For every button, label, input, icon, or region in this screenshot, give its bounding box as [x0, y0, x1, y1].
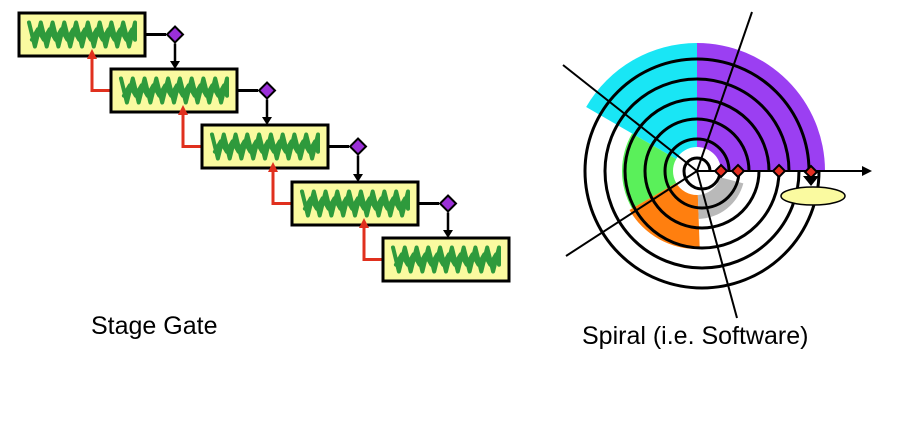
- spiral-ring: [623, 97, 781, 250]
- feedback-arrowhead: [268, 162, 278, 172]
- stage-scribble: [119, 76, 229, 105]
- gate-diamond: [438, 194, 458, 213]
- gate-diamond: [165, 25, 185, 44]
- stage-scribble: [27, 20, 137, 49]
- spiral-ring: [682, 156, 722, 191]
- spiral-ring: [603, 77, 801, 270]
- spiral-diagram: [562, 11, 872, 319]
- sector-green: [622, 133, 677, 209]
- feedback-connector: [362, 226, 383, 261]
- divider-line-lower-left: [565, 170, 698, 257]
- gate-down-arrowhead: [262, 117, 272, 125]
- spiral-ring: [643, 117, 761, 230]
- sector-cyan: [586, 42, 697, 159]
- stage-gate-caption: Stage Gate: [91, 312, 218, 340]
- stage-gate-diagram: [17, 11, 511, 283]
- spiral-ring: [663, 137, 741, 210]
- stage-scribble: [391, 245, 501, 274]
- axis-arrowhead: [862, 166, 872, 176]
- divider-line-upper-left: [562, 64, 698, 172]
- release-arrowhead: [803, 176, 819, 186]
- gate-diamond: [348, 137, 368, 156]
- gate-diamond: [257, 81, 277, 100]
- milestone-diamond: [713, 163, 729, 179]
- feedback-connector: [271, 170, 292, 205]
- feedback-connector: [90, 57, 111, 92]
- stage-scribble: [210, 132, 320, 161]
- milestone-diamond: [771, 163, 787, 179]
- stage-scribble: [300, 189, 410, 218]
- release-ellipse: [780, 186, 846, 206]
- spiral-caption: Spiral (i.e. Software): [582, 322, 809, 350]
- milestone-diamond: [730, 163, 746, 179]
- feedback-arrowhead: [359, 218, 369, 228]
- feedback-arrowhead: [87, 49, 97, 59]
- divider-line-bottom: [696, 170, 738, 319]
- feedback-arrowhead: [178, 105, 188, 115]
- gate-down-arrowhead: [443, 230, 453, 238]
- gate-down-arrowhead: [170, 61, 180, 69]
- divider-line-top: [696, 11, 753, 172]
- gate-down-arrowhead: [353, 174, 363, 182]
- feedback-connector: [181, 113, 202, 148]
- spiral-ring: [583, 57, 821, 290]
